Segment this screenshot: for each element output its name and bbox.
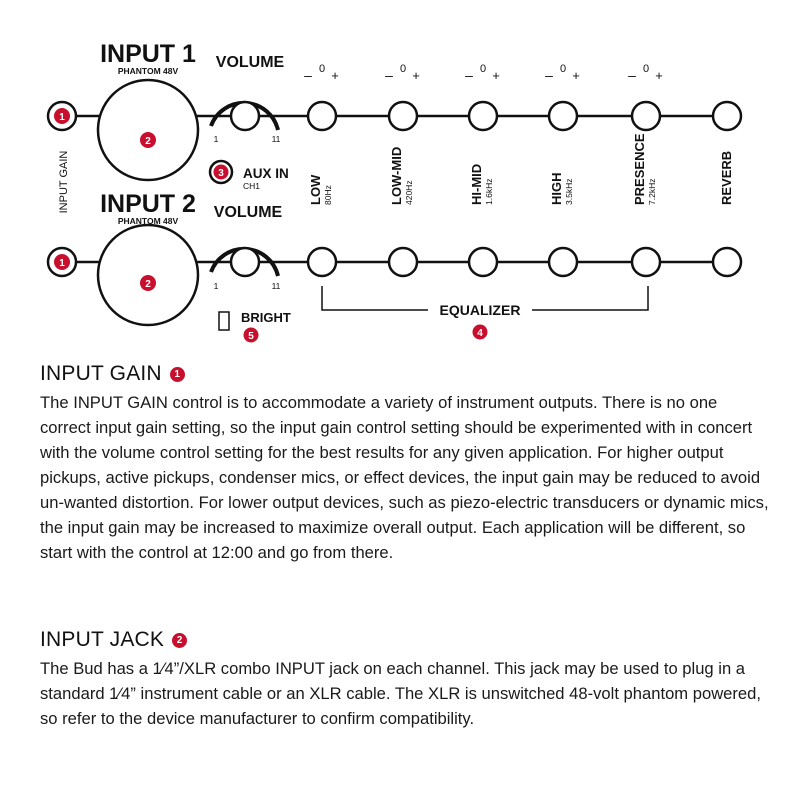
volume-label-ch2: VOLUME [214,204,283,221]
scale-minus: – [628,67,636,83]
scale-zero: 0 [480,63,486,75]
high-knob-ch1[interactable] [547,100,579,132]
badge-2-heading: 2 [172,632,188,648]
input-jack-heading: INPUT JACK 2 [40,628,770,652]
reverb-label: REVERB [719,151,734,205]
volume-min-ch1: 1 [214,134,219,144]
input2-phantom: PHANTOM 48V [118,216,179,226]
input-jack-title: INPUT JACK [40,628,165,651]
high-knob-ch2[interactable] [547,246,579,278]
svg-text:2: 2 [145,279,151,290]
volume-max-ch1: 11 [272,134,281,144]
input-gain-section: INPUT GAIN 1 The INPUT GAIN control is t… [40,362,770,565]
volume-max-ch2: 11 [272,281,281,291]
scale-minus: – [304,67,312,83]
svg-text:1: 1 [59,258,65,269]
svg-text:5: 5 [248,331,254,342]
input-gain-body: The INPUT GAIN control is to accommodate… [40,393,769,562]
scale-minus: – [465,67,473,83]
scale-minus: – [545,67,553,83]
reverb-knob-ch1[interactable] [711,100,743,132]
scale-zero: 0 [319,63,325,75]
equalizer-label: EQUALIZER [440,302,521,318]
input-jack-body: The Bud has a 1⁄4”/XLR combo INPUT jack … [40,659,762,728]
hi-mid-knob-ch2[interactable] [467,246,499,278]
input-gain-heading: INPUT GAIN 1 [40,362,770,386]
control-panel-diagram: 1 INPUT 1 PHANTOM 48V 2 VOLUME 1 11 3 AU… [46,40,743,343]
equalizer-bracket [321,286,649,311]
input2-title: INPUT 2 [100,190,196,218]
eq-knobs-ch2 [306,246,743,278]
hi-mid-freq-label: 1.6kHz [484,179,494,205]
volume-knob-ch1[interactable] [229,100,261,132]
input1-phantom: PHANTOM 48V [118,66,179,76]
input-gain-vertical-label: INPUT GAIN [58,151,70,214]
low-freq-label: 80Hz [323,185,333,205]
low-mid-knob-ch1[interactable] [387,100,419,132]
badge-2-ch2 [140,275,156,291]
scale-plus: + [412,68,420,83]
input1-title: INPUT 1 [100,40,196,68]
badge-3 [213,164,229,180]
scale-plus: + [572,68,580,83]
scale-zero: 0 [643,63,649,75]
high-freq-label: 3.5kHz [564,179,574,205]
volume-label-ch1: VOLUME [216,54,285,71]
input-jack-section: INPUT JACK 2 The Bud has a 1⁄4”/XLR comb… [40,628,770,731]
low-knob-ch2[interactable] [306,246,338,278]
volume-min-ch2: 1 [214,281,219,291]
svg-text:4: 4 [477,328,483,339]
scale-plus: + [655,68,663,83]
scale-minus: – [385,67,393,83]
hi-mid-knob-ch1[interactable] [467,100,499,132]
low-mid-knob-ch2[interactable] [387,246,419,278]
badge-4 [472,324,488,340]
badge-1-heading: 1 [169,366,185,382]
low-label: LOW [308,174,323,205]
low-knob-ch1[interactable] [306,100,338,132]
svg-text:3: 3 [218,168,224,179]
low-mid-label: LOW-MID [389,147,404,205]
svg-text:1: 1 [59,112,65,123]
eq-knobs-ch1 [306,100,743,132]
presence-freq-label: 7.2kHz [647,179,657,205]
eq-scales: –0+–0+–0+–0+–0+ [304,63,663,83]
scale-zero: 0 [400,63,406,75]
presence-knob-ch2[interactable] [630,246,662,278]
presence-knob-ch1[interactable] [630,100,662,132]
presence-label: PRESENCE [632,133,647,205]
volume-knob-ch2[interactable] [229,246,261,278]
svg-text:2: 2 [145,136,151,147]
badge-5 [243,327,259,343]
low-mid-freq-label: 420Hz [404,180,414,205]
scale-zero: 0 [560,63,566,75]
input-gain-title: INPUT GAIN [40,362,162,385]
scale-plus: + [492,68,500,83]
aux-in-label: AUX IN [243,166,289,181]
aux-ch-label: CH1 [243,181,260,191]
input-jack-ch1[interactable] [96,78,200,182]
badge-1-ch1 [54,108,70,124]
hi-mid-label: HI-MID [469,164,484,205]
reverb-knob-ch2[interactable] [711,246,743,278]
badge-1-ch2 [54,254,70,270]
high-label: HIGH [549,173,564,206]
badge-2-ch1 [140,132,156,148]
bright-label: BRIGHT [241,310,291,325]
bright-switch[interactable] [218,311,230,331]
scale-plus: + [331,68,339,83]
